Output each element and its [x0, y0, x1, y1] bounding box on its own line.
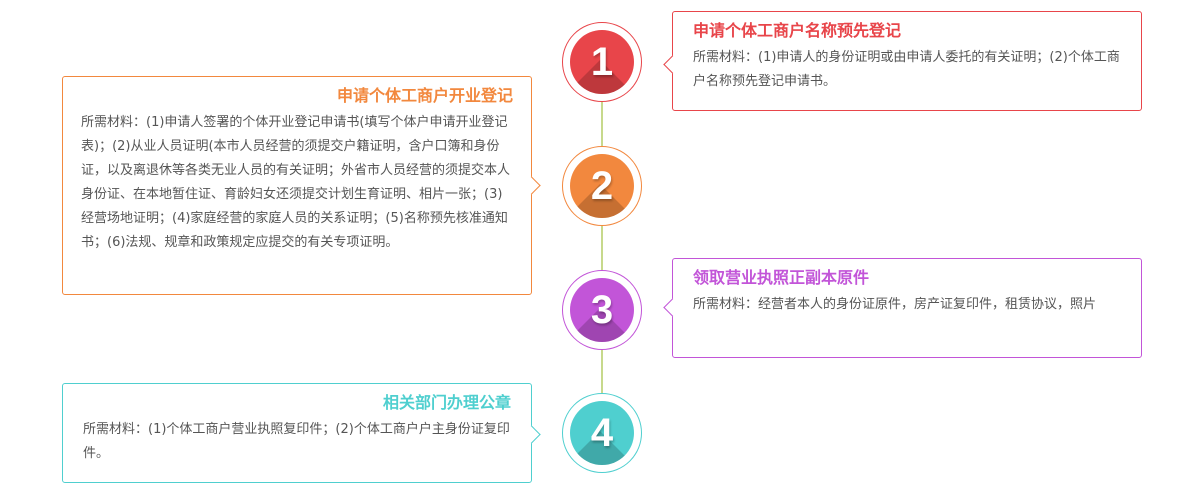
- step-3-number: 3: [590, 288, 614, 332]
- step-4-body: 所需材料：(1)个体工商户营业执照复印件；(2)个体工商户户主身份证复印件。: [83, 422, 510, 461]
- step-1-number: 1: [590, 40, 614, 84]
- step-1-title: 申请个体工商户名称预先登记: [693, 21, 902, 40]
- step-3-title: 领取营业执照正副本原件: [693, 268, 870, 287]
- step-4-number: 4: [590, 411, 614, 455]
- step-1-card: 申请个体工商户名称预先登记 所需材料：(1)申请人的身份证明或由申请人委托的有关…: [663, 11, 1142, 111]
- step-2-marker: 2: [562, 146, 642, 226]
- step-4-marker: 4: [562, 393, 642, 473]
- step-3-marker: 3: [562, 270, 642, 350]
- step-2-card: 申请个体工商户开业登记 所需材料：(1)申请人签署的个体开业登记申请书(填写个体…: [62, 76, 541, 295]
- step-4-card: 相关部门办理公章 所需材料：(1)个体工商户营业执照复印件；(2)个体工商户户主…: [62, 383, 541, 483]
- step-2-body: 所需材料：(1)申请人签署的个体开业登记申请书(填写个体户申请开业登记表)；(2…: [81, 115, 511, 250]
- step-1-marker: 1: [562, 22, 642, 102]
- step-3-card: 领取营业执照正副本原件 所需材料：经营者本人的身份证原件，房产证复印件，租赁协议…: [663, 258, 1142, 358]
- step-2-number: 2: [590, 164, 614, 208]
- step-4-title: 相关部门办理公章: [382, 393, 511, 412]
- step-1-body: 所需材料：(1)申请人的身份证明或由申请人委托的有关证明；(2)个体工商户名称预…: [693, 50, 1120, 89]
- timeline-connector: [601, 95, 603, 425]
- step-3-body: 所需材料：经营者本人的身份证原件，房产证复印件，租赁协议，照片: [693, 297, 1097, 312]
- step-2-title: 申请个体工商户开业登记: [336, 86, 513, 105]
